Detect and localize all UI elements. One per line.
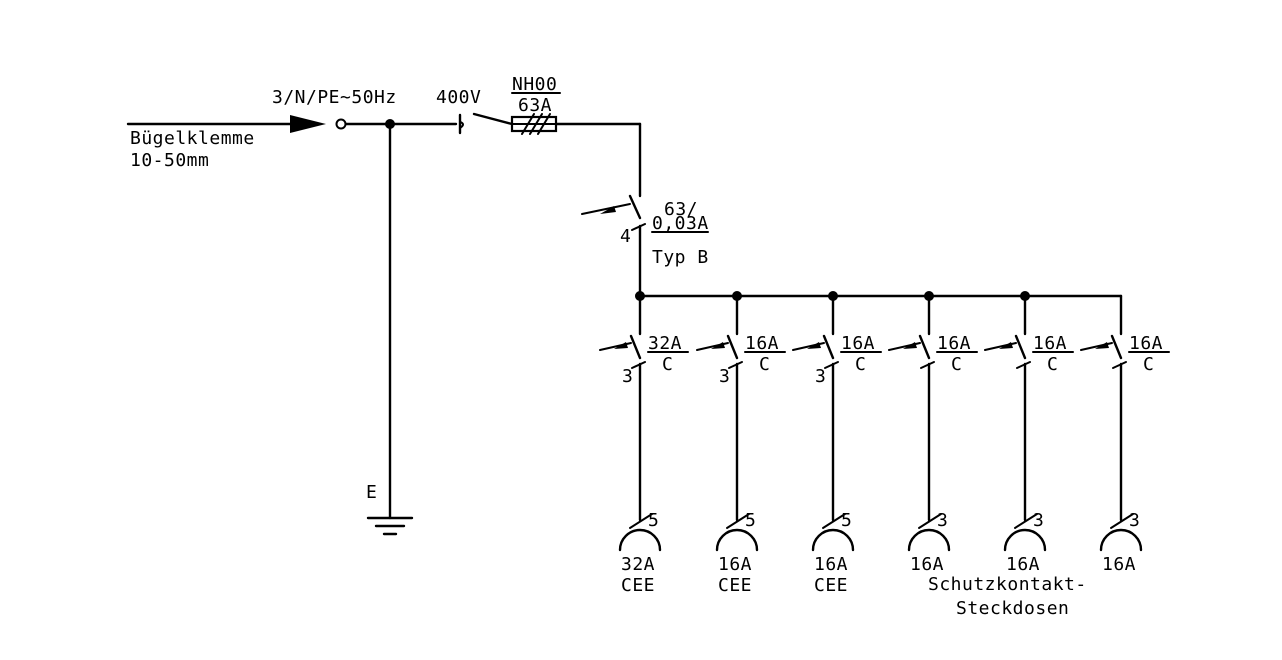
outlet-3-poles: 5	[841, 510, 852, 531]
breaker-3-rating: 16A	[841, 333, 875, 354]
outlet-1-pole-tick	[629, 513, 653, 529]
branch-circuits: 32AC3532ACEE16AC3516ACEE16AC3516ACEE16AC…	[599, 291, 1170, 596]
breaker-4-pole-tick	[920, 361, 935, 369]
outlet-2-poles: 5	[745, 510, 756, 531]
outlet-6-poles: 3	[1129, 510, 1140, 531]
breaker-2-curve: C	[759, 354, 770, 375]
breaker-5-pole-tick	[1016, 361, 1031, 369]
breaker-1-curve: C	[662, 354, 673, 375]
breaker-4-curve: C	[951, 354, 962, 375]
rcd-residual: 0,03A	[652, 213, 709, 234]
breaker-2-blade	[726, 334, 739, 360]
rcd-actuator	[581, 203, 631, 215]
rcd-type: Typ B	[652, 247, 709, 268]
supply-arrow	[290, 115, 326, 133]
terminal-size: 10-50mm	[130, 150, 209, 171]
breaker-5-blade	[1014, 334, 1027, 360]
breaker-3-pole-tick	[824, 361, 839, 369]
outlet-2-socket-icon	[715, 528, 759, 552]
outlet-4-socket-icon	[907, 528, 951, 552]
breaker-2-poles: 3	[719, 366, 730, 387]
fuse-hatch-1	[521, 113, 535, 135]
breaker-1-blade	[629, 334, 642, 360]
breaker-4-rating: 16A	[937, 333, 971, 354]
rcd-blade	[628, 194, 642, 220]
rcd-rating: 63/	[664, 199, 698, 220]
supply-system-label: 3/N/PE~50Hz	[272, 87, 397, 108]
rcd-pole-tick	[631, 223, 646, 231]
outlet-2-type: CEE	[718, 575, 752, 596]
breaker-6-rating: 16A	[1129, 333, 1163, 354]
outlet-5-socket-icon	[1003, 528, 1047, 552]
terminal-open-contact	[335, 118, 347, 130]
schuko-label-line1: Schutzkontakt-	[928, 574, 1087, 595]
outlet-2-rating: 16A	[718, 554, 752, 575]
outlet-4-rating: 16A	[910, 554, 944, 575]
breaker-3-poles: 3	[815, 366, 826, 387]
outlet-1-rating: 32A	[621, 554, 655, 575]
outlet-3-socket-icon	[811, 528, 855, 552]
earth-label: E	[366, 482, 377, 503]
breaker-2-actuator-arrow	[711, 342, 725, 349]
breaker-1-actuator-arrow	[614, 342, 628, 349]
outlet-5-rating: 16A	[1006, 554, 1040, 575]
breaker-6-pole-tick	[1112, 361, 1127, 369]
outlet-4-pole-tick	[918, 513, 942, 529]
outlet-5-poles: 3	[1033, 510, 1044, 531]
outlet-1-type: CEE	[621, 575, 655, 596]
isolator-mark	[459, 121, 464, 129]
supply-voltage-label: 400V	[436, 87, 481, 108]
breaker-5-curve: C	[1047, 354, 1058, 375]
breaker-4-blade	[918, 334, 931, 360]
breaker-2-rating: 16A	[745, 333, 779, 354]
breaker-6-actuator-arrow	[1095, 342, 1109, 349]
breaker-1-rating: 32A	[648, 333, 682, 354]
rcd-actuator-arrow	[600, 206, 616, 214]
fuse-hatch-3	[537, 113, 551, 135]
isolator-blade	[472, 112, 514, 126]
outlet-6-rating: 16A	[1102, 554, 1136, 575]
breaker-3-curve: C	[855, 354, 866, 375]
outlet-6-socket-icon	[1099, 528, 1143, 552]
breaker-2-pole-tick	[728, 361, 743, 369]
outlet-1-socket-icon	[618, 528, 662, 552]
breaker-1-poles: 3	[622, 366, 633, 387]
outlet-6-pole-tick	[1110, 513, 1134, 529]
outlet-3-type: CEE	[814, 575, 848, 596]
breaker-1-pole-tick	[631, 361, 646, 369]
breaker-5-actuator-arrow	[999, 342, 1013, 349]
rcd-poles: 4	[620, 226, 631, 247]
terminal-label: Bügelklemme	[130, 128, 255, 149]
fuse-type: NH00	[512, 74, 557, 95]
outlet-5-pole-tick	[1014, 513, 1038, 529]
breaker-6-blade	[1110, 334, 1123, 360]
breaker-3-actuator-arrow	[807, 342, 821, 349]
outlet-3-rating: 16A	[814, 554, 848, 575]
outlet-2-pole-tick	[726, 513, 750, 529]
outlet-3-pole-tick	[822, 513, 846, 529]
breaker-6-curve: C	[1143, 354, 1154, 375]
fuse-rating: 63A	[518, 95, 552, 116]
schuko-label-line2: Steckdosen	[956, 598, 1069, 619]
breaker-4-actuator-arrow	[903, 342, 917, 349]
outlet-1-poles: 5	[648, 510, 659, 531]
fuse-hatch-2	[529, 113, 543, 135]
breaker-3-blade	[822, 334, 835, 360]
breaker-5-rating: 16A	[1033, 333, 1067, 354]
outlet-4-poles: 3	[937, 510, 948, 531]
